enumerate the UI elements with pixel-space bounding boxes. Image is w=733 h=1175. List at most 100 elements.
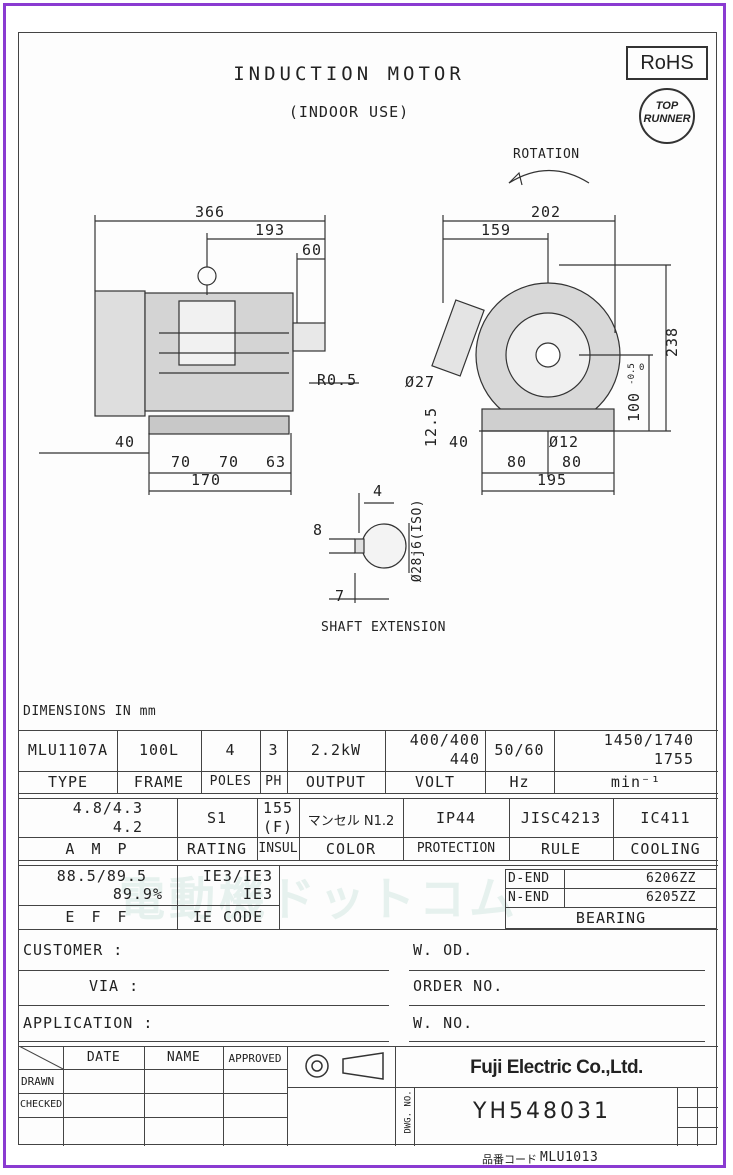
bearing-n-end-value: 6205ZZ bbox=[646, 890, 696, 905]
spec-ie-label: IE CODE bbox=[192, 908, 264, 926]
dim-100-tol-lower: -0.5 bbox=[626, 363, 637, 385]
rotation-arrow bbox=[508, 169, 590, 184]
document-subtitle: (INDOOR USE) bbox=[288, 103, 410, 121]
drawing-sheet: 電動機ドットコム INDUCTION MOTOR (INDOOR USE) Ro… bbox=[18, 32, 718, 1146]
fan-cover bbox=[94, 290, 146, 417]
bearing-n-end-label: N-END bbox=[508, 890, 550, 905]
dim-195: 195 bbox=[537, 471, 568, 489]
dim-60: 60 bbox=[302, 241, 323, 259]
spec-frame-label: FRAME bbox=[133, 773, 185, 791]
via-label: VIA : bbox=[89, 977, 140, 995]
dim-d27: Ø27 bbox=[405, 373, 436, 391]
wod-label: W. OD. bbox=[413, 941, 474, 959]
customer-label: CUSTOMER : bbox=[23, 941, 124, 959]
shaft-section bbox=[361, 523, 407, 569]
spec-amp-label: A M P bbox=[65, 840, 131, 858]
dimensions-note: DIMENSIONS IN mm bbox=[23, 704, 157, 719]
dim-159: 159 bbox=[481, 221, 512, 239]
company-name: Fuji Electric Co.,Ltd. bbox=[470, 1057, 643, 1078]
dim-202: 202 bbox=[531, 203, 562, 221]
bearing-box: D-END 6206ZZ N-END 6205ZZ BEARING bbox=[505, 869, 717, 929]
approved-header: APPROVED bbox=[228, 1052, 282, 1065]
spec-eff-line2: 89.9% bbox=[112, 885, 163, 903]
spec-insul-line1: 155 bbox=[262, 799, 294, 817]
dim-shaft-d28: Ø28j6(ISO) bbox=[410, 498, 426, 583]
spec-ph-label: PH bbox=[265, 774, 282, 789]
document-title: INDUCTION MOTOR bbox=[233, 63, 465, 85]
eye-bolt bbox=[197, 266, 217, 286]
spec-min-label: min⁻¹ bbox=[610, 773, 662, 791]
spec-ie-line2: IE3 bbox=[242, 885, 273, 903]
dim-80a: 80 bbox=[507, 453, 528, 471]
spec-ph-value: 3 bbox=[268, 741, 279, 759]
spec-hz-value: 50/60 bbox=[494, 741, 545, 759]
dim-80b: 80 bbox=[562, 453, 583, 471]
spec-hz-label: Hz bbox=[509, 773, 530, 791]
corner-diagonal bbox=[19, 1046, 63, 1069]
spec-eff-line1: 88.5/89.5 bbox=[56, 867, 147, 885]
spec-cooling-value: IC411 bbox=[640, 809, 691, 827]
spec-ie-line1: IE3/IE3 bbox=[202, 867, 273, 885]
dim-238: 238 bbox=[663, 326, 682, 358]
dim-d12: Ø12 bbox=[549, 433, 580, 451]
projection-symbol-icon bbox=[305, 1052, 384, 1080]
dim-shaft-8: 8 bbox=[313, 521, 324, 539]
motor-drawing bbox=[39, 169, 671, 603]
spec-poles-value: 4 bbox=[225, 741, 236, 759]
dim-r05: R0.5 bbox=[317, 371, 358, 389]
bearing-d-end-label: D-END bbox=[508, 871, 550, 886]
rohs-label: RoHS bbox=[626, 46, 708, 80]
spec-frame-value: 100L bbox=[138, 741, 180, 759]
bearing-d-end-value: 6206ZZ bbox=[646, 871, 696, 886]
page-frame bbox=[3, 3, 726, 1168]
spec-cooling-label: COOLING bbox=[630, 840, 701, 858]
spec-volt-label: VOLT bbox=[414, 773, 456, 791]
dim-100-tol-upper: 0 bbox=[639, 363, 645, 373]
spec-rule-label: RULE bbox=[540, 840, 582, 858]
dim-shaft-4: 4 bbox=[373, 482, 384, 500]
bearing-label: BEARING bbox=[575, 909, 647, 927]
name-header: NAME bbox=[166, 1050, 201, 1065]
dim-40-front: 40 bbox=[115, 433, 136, 451]
badge-line1: TOP bbox=[655, 100, 679, 112]
spec-protection-label: PROTECTION bbox=[416, 841, 496, 856]
spec-volt-line1: 400/400 bbox=[409, 731, 480, 749]
dim-12-5: 12.5 bbox=[422, 406, 441, 448]
spec-min-line2: 1755 bbox=[653, 750, 694, 768]
rotation-label: ROTATION bbox=[513, 147, 580, 162]
drawing-number: YH548031 bbox=[473, 1099, 611, 1124]
application-label: APPLICATION : bbox=[23, 1014, 154, 1032]
dim-shaft-7: 7 bbox=[335, 587, 346, 605]
base-feet bbox=[148, 415, 290, 435]
dim-70a: 70 bbox=[171, 453, 192, 471]
date-header: DATE bbox=[86, 1050, 121, 1065]
spec-type-value: MLU1107A bbox=[27, 741, 109, 759]
spec-eff-label: E F F bbox=[65, 908, 131, 926]
product-code-value: MLU1013 bbox=[540, 1150, 599, 1165]
drawn-label: DRAWN bbox=[21, 1075, 55, 1088]
dim-63: 63 bbox=[266, 453, 287, 471]
dim-100: 100 bbox=[625, 391, 644, 423]
spec-amp-line1: 4.8/4.3 bbox=[72, 799, 143, 817]
side-feet bbox=[481, 408, 615, 432]
spec-output-label: OUTPUT bbox=[305, 773, 367, 791]
top-runner-badge: TOP RUNNER bbox=[639, 88, 695, 144]
spec-color-value: マンセル N1.2 bbox=[307, 814, 395, 829]
watermark-text: 電動機ドットコム bbox=[119, 872, 519, 926]
spec-insul-label: INSUL bbox=[258, 841, 298, 856]
spec-output-value: 2.2kW bbox=[310, 741, 362, 759]
shaft-extension-label: SHAFT EXTENSION bbox=[321, 620, 446, 635]
terminal-box-side bbox=[431, 299, 485, 377]
spec-volt-line2: 440 bbox=[449, 750, 480, 768]
dim-170: 170 bbox=[191, 471, 222, 489]
dim-193: 193 bbox=[255, 221, 286, 239]
spec-rating-value: S1 bbox=[206, 809, 228, 827]
spec-poles-label: POLES bbox=[209, 774, 252, 789]
order-no-label: ORDER NO. bbox=[413, 977, 504, 995]
dim-70b: 70 bbox=[219, 453, 240, 471]
spec-color-label: COLOR bbox=[325, 840, 377, 858]
dim-366: 366 bbox=[195, 203, 226, 221]
spec-amp-line2: 4.2 bbox=[112, 818, 143, 836]
shaft-front bbox=[292, 322, 326, 352]
badge-line2: RUNNER bbox=[643, 113, 691, 125]
